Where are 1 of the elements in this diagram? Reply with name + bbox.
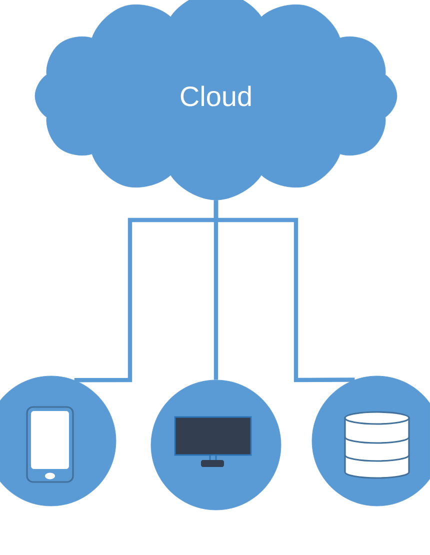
- connector-line: [214, 200, 355, 382]
